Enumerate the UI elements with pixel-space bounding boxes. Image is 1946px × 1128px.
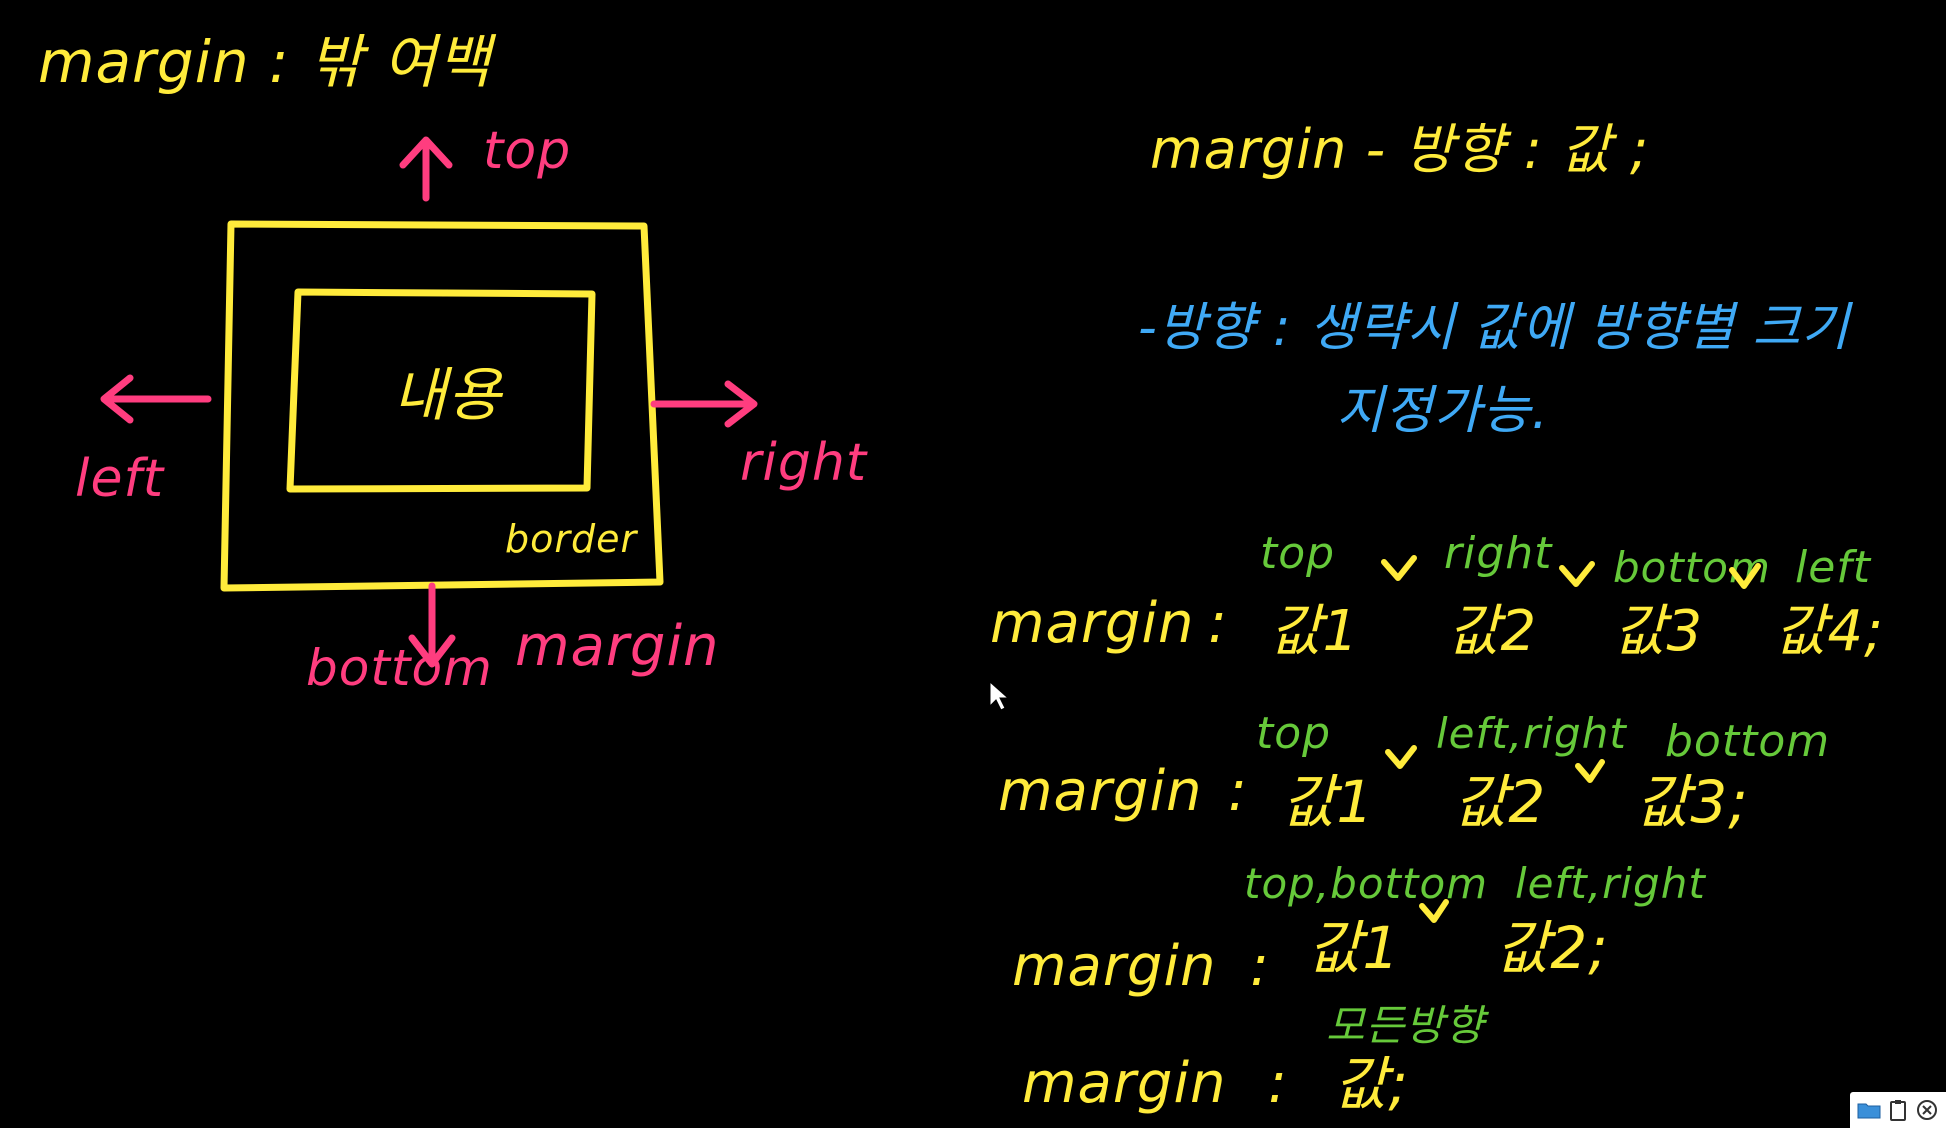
close-icon	[1917, 1100, 1938, 1120]
rule2-dir-left-right: left,right	[1515, 859, 1706, 908]
rule4-check-2-icon	[1559, 561, 1595, 587]
margin-area-label: margin	[515, 614, 720, 679]
rule3-check-1-icon	[1385, 745, 1417, 769]
rule1-dir-all: 모든방향	[1326, 1001, 1490, 1050]
clipboard-button[interactable]	[1885, 1097, 1911, 1123]
syntax-line: margin - 방향 : 값 ;	[1150, 118, 1649, 181]
bottom-arrow-icon	[408, 582, 456, 668]
content-label: 내용	[393, 361, 503, 429]
rule2-value-1: 값1	[1308, 914, 1400, 982]
rule2-prop: margin	[1012, 934, 1217, 999]
rule3-prop: margin	[998, 759, 1203, 824]
rule3-value-1: 값1	[1282, 768, 1374, 836]
rule3-value-3: 값3;	[1636, 768, 1749, 836]
border-label: border	[505, 517, 638, 561]
top-arrow-icon	[399, 136, 453, 202]
rule4-prop: margin	[990, 591, 1195, 656]
rule3-colon: :	[1228, 759, 1248, 824]
rule4-check-1-icon	[1381, 555, 1417, 581]
rule3-check-2-icon	[1575, 759, 1605, 783]
rule3-dir-top: top	[1256, 708, 1331, 759]
rule3-value-2: 값2	[1454, 768, 1546, 836]
rule4-dir-top: top	[1260, 528, 1335, 579]
rule2-colon: :	[1250, 934, 1270, 999]
clipboard-icon	[1889, 1100, 1906, 1121]
rule2-check-1-icon	[1419, 899, 1449, 923]
rule1-colon: :	[1268, 1051, 1288, 1116]
border-box	[220, 220, 664, 592]
rule4-dir-right: right	[1444, 528, 1553, 579]
right-label: right	[740, 433, 868, 493]
folder-icon	[1857, 1103, 1881, 1119]
left-arrow-icon	[100, 374, 212, 424]
mouse-cursor-icon	[989, 680, 1010, 711]
rule4-value-3: 값3	[1614, 599, 1703, 664]
rule4-dir-left: left	[1795, 542, 1872, 593]
close-button[interactable]	[1914, 1097, 1940, 1123]
top-label: top	[483, 121, 571, 181]
rule-one-value: 모든방향 margin : 값;	[1022, 1001, 1490, 1118]
bottom-label: bottom	[306, 639, 493, 697]
rule3-dir-left-right: left,right	[1436, 709, 1627, 758]
rule2-value-2: 값2;	[1496, 914, 1609, 982]
left-label: left	[75, 449, 165, 509]
note-line-2: 지정가능.	[1336, 381, 1549, 441]
diagram-title: margin : 밖 여백	[38, 28, 497, 96]
rule-four-values: top right bottom left margin : 값1 값2 값3 …	[990, 528, 1884, 664]
rule1-value: 값;	[1334, 1050, 1409, 1118]
right-arrow-icon	[650, 380, 758, 428]
rule4-colon: :	[1208, 591, 1228, 656]
rule4-value-1: 값1	[1270, 599, 1359, 664]
rule1-prop: margin	[1022, 1051, 1227, 1116]
rule-two-values: top,bottom left,right margin : 값1 값2;	[1012, 859, 1706, 999]
content-box	[286, 288, 596, 493]
rule-three-values: top left,right bottom margin : 값1 값2 값3;	[998, 708, 1830, 836]
rule4-check-3-icon	[1729, 563, 1761, 589]
rule4-value-2: 값2	[1448, 599, 1537, 664]
rule3-dir-bottom: bottom	[1665, 716, 1830, 767]
note-line-1: -방향 : 생략시 값에 방향별 크기	[1138, 298, 1853, 358]
folder-button[interactable]	[1856, 1097, 1882, 1123]
rule2-dir-top-bottom: top,bottom	[1244, 859, 1488, 908]
rule4-value-4: 값4;	[1775, 599, 1884, 664]
bottom-toolbar	[1850, 1092, 1946, 1128]
